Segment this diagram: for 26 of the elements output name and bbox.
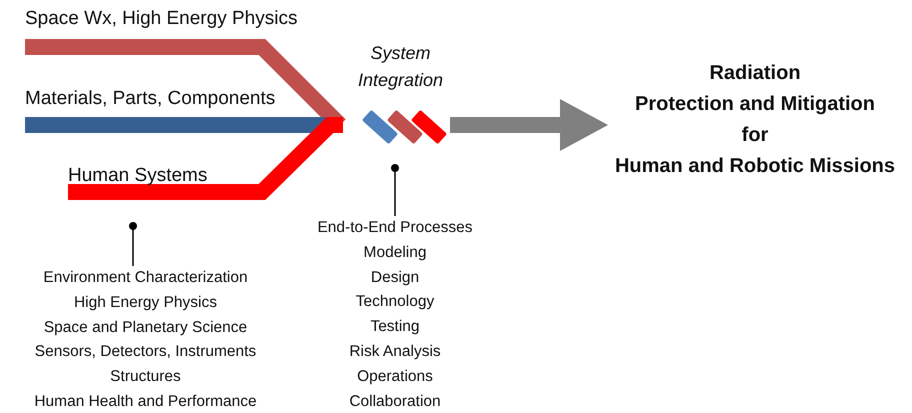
list-item: High Energy Physics [74, 292, 217, 313]
outcome-text: Human and Robotic Missions [614, 154, 896, 179]
leader-line [129, 222, 137, 266]
stream-band [68, 117, 343, 200]
list-item: Structures [110, 367, 181, 388]
list-item: Space and Planetary Science [44, 318, 248, 338]
list-item: Risk Analysis [349, 342, 441, 362]
list-item: Environment Characterization [43, 268, 248, 288]
result-arrow [450, 99, 608, 151]
list-item: Operations [357, 366, 433, 387]
list-item: Modeling [364, 242, 426, 263]
list-item: Testing [370, 317, 420, 338]
list-item: Collaboration [349, 392, 441, 412]
list-item: Technology [356, 292, 434, 312]
leader-line [391, 164, 399, 216]
stream-label: Human Systems [68, 165, 268, 192]
list-item: End-to-End Processes [317, 218, 473, 238]
list-item: Human Health and Performance [34, 392, 257, 412]
integration-label: System Integration [356, 42, 444, 92]
stream-label: Space Wx, High Energy Physics [25, 8, 325, 47]
list-item: Sensors, Detectors, Instruments [34, 342, 256, 362]
outcome-text: Protection and Mitigation [635, 92, 875, 117]
stream-label: Materials, Parts, Components [25, 88, 325, 125]
list-item: Design [370, 268, 420, 288]
outcome-text: for [742, 123, 768, 148]
outcome-text: Radiation [709, 61, 801, 86]
